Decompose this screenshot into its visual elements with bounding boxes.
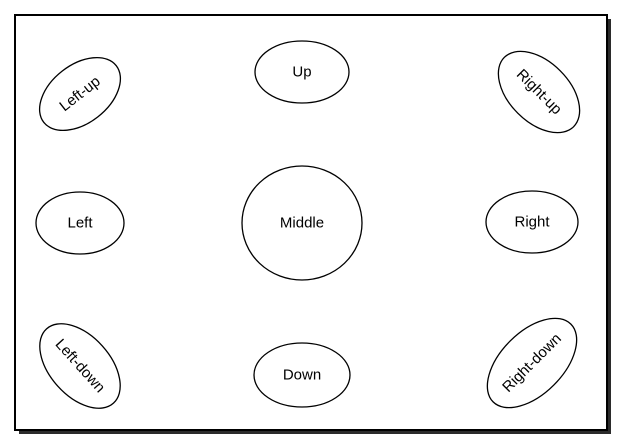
node-middle: Middle bbox=[241, 165, 363, 281]
node-down-shape bbox=[253, 342, 351, 408]
node-left-down: Left-down bbox=[39, 323, 121, 409]
node-right-up: Right-up bbox=[497, 50, 581, 134]
node-up: Up bbox=[254, 40, 350, 104]
node-down: Down bbox=[253, 342, 351, 408]
node-right-shape bbox=[485, 190, 579, 254]
node-up-shape bbox=[254, 40, 350, 104]
node-down-label: Down bbox=[283, 367, 321, 384]
node-up-label: Up bbox=[292, 64, 311, 81]
node-left: Left bbox=[35, 191, 125, 255]
node-left-down-shape bbox=[39, 323, 121, 409]
node-middle-label: Middle bbox=[280, 215, 324, 232]
node-right-label: Right bbox=[514, 214, 550, 231]
node-left-up-shape bbox=[38, 56, 122, 132]
node-middle-shape bbox=[241, 165, 363, 281]
node-left-label: Left bbox=[67, 215, 93, 232]
node-left-shape bbox=[35, 191, 125, 255]
node-right: Right bbox=[485, 190, 579, 254]
node-right-up-shape bbox=[497, 50, 581, 134]
node-left-up: Left-up bbox=[38, 56, 122, 132]
node-right-down: Right-down bbox=[486, 317, 578, 409]
node-right-down-shape bbox=[486, 317, 578, 409]
